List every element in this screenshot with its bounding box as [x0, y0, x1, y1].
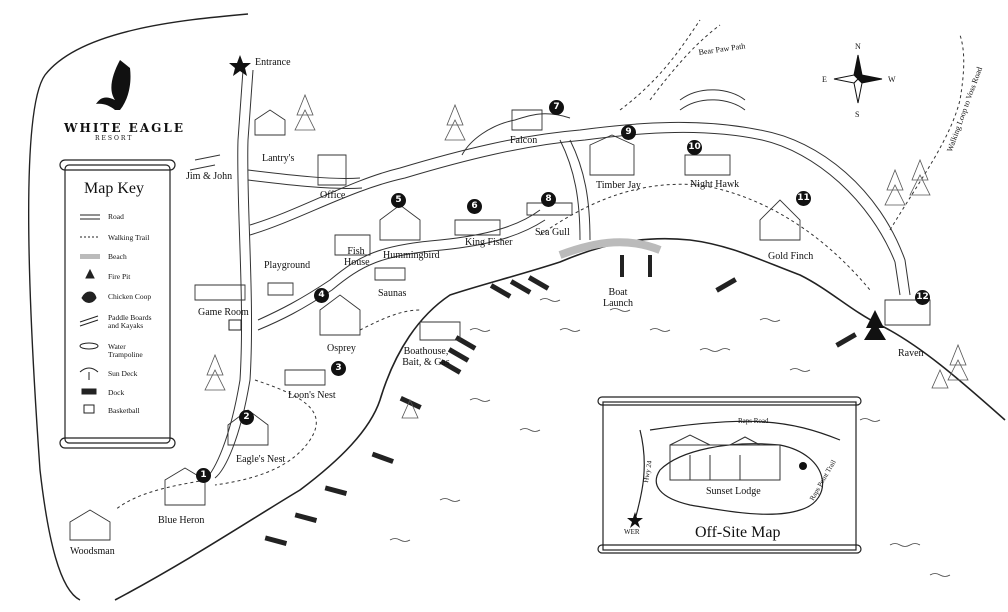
woodsman-label: Woodsman — [70, 546, 115, 557]
water-ripples — [389, 298, 951, 577]
cabin-number-3: 3 — [331, 361, 346, 376]
key-chicken-label: Chicken Coop — [108, 292, 152, 301]
key-beach-label: Beach — [108, 252, 127, 261]
compass-icon — [833, 54, 883, 104]
game-room-label: Game Room — [198, 307, 249, 318]
cabins — [69, 109, 931, 541]
offsite-point-icon — [799, 462, 807, 470]
falcon-label: Falcon — [510, 135, 538, 146]
wer-label: WER — [624, 528, 640, 536]
key-kayak-label: Paddle Boards and Kayaks — [108, 313, 152, 330]
cabin-number-9: 9 — [621, 125, 636, 140]
compass-n: N — [855, 42, 861, 51]
shoreline — [114, 237, 1006, 601]
map-key-title: Map Key — [84, 180, 144, 197]
cabin-number-2: 2 — [239, 410, 254, 425]
entrance-star-icon — [229, 55, 251, 76]
lantrys-label: Lantry's — [262, 153, 295, 164]
basketball-icon — [228, 319, 242, 331]
walking-trails — [114, 19, 965, 511]
loons-nest-label: Loon's Nest — [288, 390, 336, 401]
cabin-number-4: 4 — [314, 288, 329, 303]
key-basketball-label: Basketball — [108, 406, 140, 415]
docks — [264, 255, 857, 547]
wer-star-icon — [627, 512, 643, 528]
logo-title: WHITE EAGLE — [64, 121, 185, 135]
jim-john-label: Jim & John — [186, 171, 233, 182]
cabin-number-1: 1 — [196, 468, 211, 483]
map-key-frame — [59, 159, 176, 449]
blue-heron-label: Blue Heron — [158, 515, 205, 526]
beach — [558, 238, 662, 259]
cabin-number-7: 7 — [549, 100, 564, 115]
king-fisher-label: King Fisher — [465, 237, 513, 248]
key-firepit-label: Fire Pit — [108, 272, 131, 281]
office-label: Office — [320, 190, 346, 201]
compass-s: S — [855, 110, 860, 119]
sea-gull-label: Sea Gull — [535, 227, 570, 238]
cabin-number-11: 11 — [796, 191, 811, 206]
key-trampoline-label: Water Trampoline — [108, 342, 143, 359]
logo-subtitle: RESORT — [95, 135, 134, 142]
roads — [204, 69, 911, 481]
cabin-number-12: 12 — [915, 290, 930, 305]
entrance-label: Entrance — [255, 57, 291, 68]
key-road-label: Road — [108, 212, 124, 221]
cabin-number-5: 5 — [391, 193, 406, 208]
compass-w: W — [888, 75, 896, 84]
boat-launch-label: Boat Launch — [603, 287, 633, 309]
key-trail-label: Walking Trail — [108, 233, 150, 242]
night-hawk-label: Night Hawk — [690, 179, 740, 190]
compass-e: E — [822, 75, 827, 84]
sunset-lodge-label: Sunset Lodge — [706, 486, 761, 497]
cabin-number-6: 6 — [467, 199, 482, 214]
saunas-label: Saunas — [378, 288, 407, 299]
osprey-label: Osprey — [327, 343, 356, 354]
land-boundary — [27, 13, 249, 601]
gold-finch-label: Gold Finch — [768, 251, 814, 262]
fish-house-label: Fish House — [344, 246, 370, 268]
timber-jay-label: Timber Jay — [596, 180, 641, 191]
hummingbird-label: Hummingbird — [383, 250, 440, 261]
sunset-lodge-icon — [669, 434, 781, 481]
raven-label: Raven — [898, 348, 924, 359]
playground-label: Playground — [264, 260, 311, 271]
raps-road-label: Raps Road — [738, 417, 769, 425]
dark-tree-icon — [864, 310, 886, 340]
cabin-number-10: 10 — [687, 140, 702, 155]
offsite-title: Off-Site Map — [695, 524, 781, 541]
boathouse-label: Boathouse, Bait, & Gas — [402, 346, 450, 368]
key-sundeck-label: Sun Deck — [108, 369, 138, 378]
trees — [204, 93, 969, 419]
eagles-nest-label: Eagle's Nest — [236, 454, 286, 465]
eagle-logo-icon — [96, 60, 131, 110]
cabin-number-8: 8 — [541, 192, 556, 207]
key-symbols — [79, 214, 242, 414]
key-dock-label: Dock — [108, 388, 125, 397]
